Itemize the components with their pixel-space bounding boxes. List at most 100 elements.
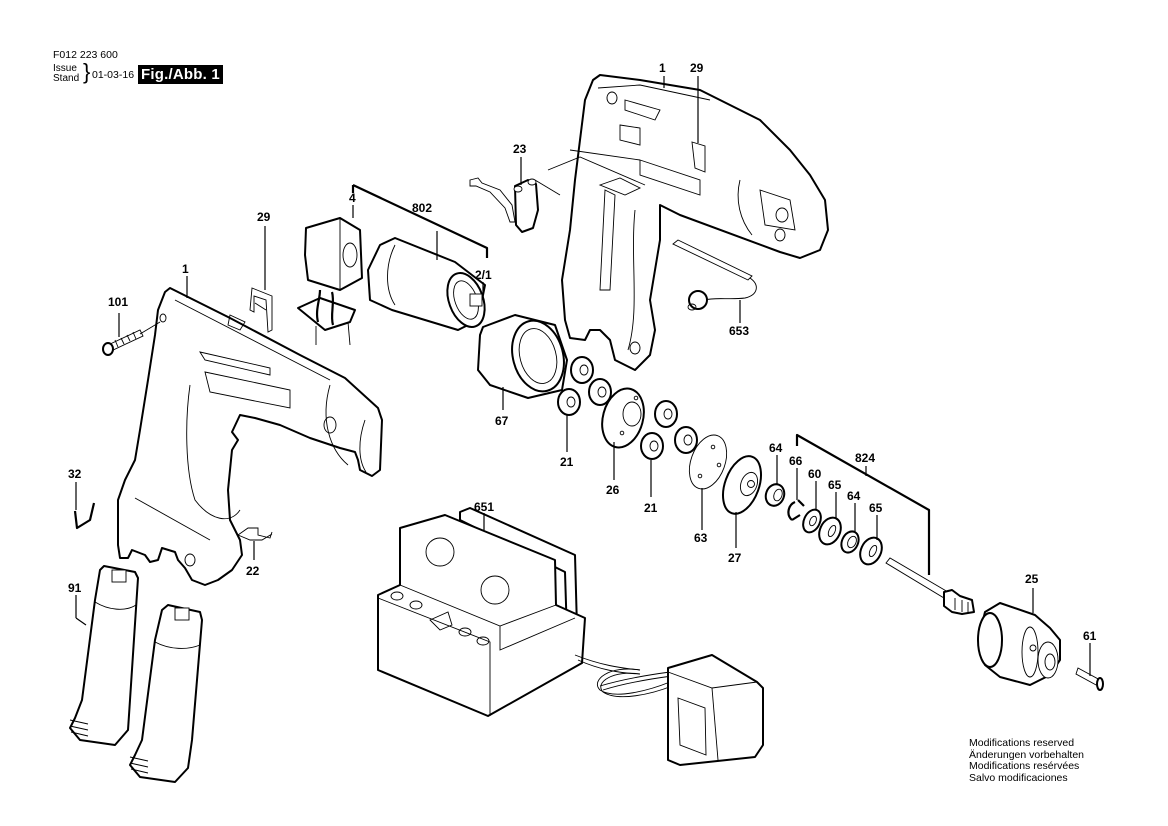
callout-label: 65 <box>869 501 883 515</box>
callout-label: 61 <box>1083 629 1097 643</box>
callout-label: 653 <box>729 324 749 338</box>
charger-cable <box>574 654 673 698</box>
motor-part[interactable] <box>367 237 492 332</box>
housing-left-part[interactable] <box>117 287 383 586</box>
callout-64-b: 64 <box>847 489 861 532</box>
callout-label: 29 <box>690 61 704 75</box>
notice-line-es: Salvo modificaciones <box>969 771 1068 784</box>
callout-label: 21 <box>560 455 574 469</box>
screw-part[interactable] <box>102 321 161 356</box>
callout-label: 64 <box>769 441 783 455</box>
notice-line-en: Modifications reserved <box>969 737 1075 749</box>
callout-29-right: 29 <box>690 61 704 143</box>
spacer-1-part[interactable] <box>815 514 845 548</box>
bracket-802: 802 <box>351 184 489 260</box>
callout-label: 22 <box>246 564 260 578</box>
callout-label: 2/1 <box>475 268 492 282</box>
callout-66: 66 <box>789 454 803 500</box>
callout-64-a: 64 <box>769 441 783 484</box>
switch-part[interactable] <box>297 217 363 346</box>
modifications-notice: Modifications reserved Änderungen vorbeh… <box>969 737 1085 784</box>
callout-label: 66 <box>789 454 803 468</box>
contact-clip-part[interactable] <box>237 527 273 541</box>
issue-brace: } <box>83 59 91 84</box>
clip-left-part[interactable] <box>249 287 273 333</box>
callout-67: 67 <box>495 387 509 428</box>
callout-4: 4 <box>349 191 356 218</box>
callout-1-left: 1 <box>182 262 189 298</box>
callout-651: 651 <box>474 500 494 530</box>
chuck-screw-part[interactable] <box>1075 667 1104 691</box>
callout-label: 25 <box>1025 572 1039 586</box>
planet-gears-1-part[interactable] <box>557 356 612 416</box>
callout-23: 23 <box>513 142 527 185</box>
callout-label: 64 <box>847 489 861 503</box>
callout-label: 32 <box>68 467 82 481</box>
issue-labels: Issue Stand <box>53 64 79 84</box>
housing-right-part[interactable] <box>561 74 829 371</box>
callout-label: 60 <box>808 467 822 481</box>
callout-label: 1 <box>182 262 189 276</box>
callout-25: 25 <box>1025 572 1039 613</box>
callout-63: 63 <box>694 488 708 545</box>
power-adapter-part[interactable] <box>667 654 764 766</box>
issue-label: Issue <box>53 63 77 74</box>
callout-label: 27 <box>728 551 742 565</box>
trigger-part[interactable] <box>469 156 646 233</box>
planet-gears-2-part[interactable] <box>640 400 698 460</box>
callout-1-right: 1 <box>659 61 666 88</box>
callout-65-b: 65 <box>869 501 883 540</box>
callout-61: 61 <box>1083 629 1097 676</box>
figure-label: Fig./Abb. 1 <box>138 65 223 84</box>
planet-carrier-part[interactable] <box>596 384 650 452</box>
charger-part[interactable] <box>377 507 586 717</box>
notice-line-de: Änderungen vorbehalten <box>969 748 1085 761</box>
callout-label: 824 <box>855 451 875 465</box>
chuck-part[interactable] <box>977 602 1061 686</box>
spacer-2-part[interactable] <box>856 534 886 568</box>
callout-label: 29 <box>257 210 271 224</box>
spring-clip-part[interactable] <box>73 502 96 530</box>
callout-27: 27 <box>728 512 742 565</box>
disc-part[interactable] <box>682 430 733 494</box>
callout-2-1: 2/1 <box>475 268 492 300</box>
callout-label: 1 <box>659 61 666 75</box>
callout-label: 26 <box>606 483 620 497</box>
part-code: F012 223 600 <box>53 49 118 61</box>
callout-label: 91 <box>68 581 82 595</box>
bearing-2-part[interactable] <box>838 529 862 556</box>
bracket-824: 824 <box>795 433 931 575</box>
callout-653: 653 <box>729 300 749 338</box>
battery-2-part[interactable] <box>129 604 203 783</box>
callout-label: 63 <box>694 531 708 545</box>
output-carrier-part[interactable] <box>716 451 768 519</box>
callout-21-b: 21 <box>644 460 658 515</box>
callout-label: 651 <box>474 500 494 514</box>
led-cable-part[interactable] <box>672 239 757 311</box>
callout-label: 23 <box>513 142 527 156</box>
callout-32: 32 <box>68 467 82 510</box>
notice-line-fr: Modifications resérvées <box>969 760 1080 772</box>
callout-21-a: 21 <box>560 415 574 469</box>
ring-gear-part[interactable] <box>477 314 571 399</box>
bearing-1-part[interactable] <box>763 482 787 509</box>
callout-29-left: 29 <box>257 210 271 290</box>
battery-1-part[interactable] <box>69 565 139 746</box>
callout-22: 22 <box>246 541 260 578</box>
callout-65-a: 65 <box>828 478 842 518</box>
callout-label: 4 <box>349 191 356 205</box>
circlip-part[interactable] <box>787 499 805 521</box>
washer-part[interactable] <box>800 507 825 536</box>
callout-26: 26 <box>606 442 620 497</box>
callout-label: 101 <box>108 295 128 309</box>
callout-101: 101 <box>108 295 128 337</box>
callout-91: 91 <box>68 581 87 626</box>
callout-label: 802 <box>412 201 432 215</box>
callout-label: 21 <box>644 501 658 515</box>
stand-label: Stand <box>53 73 80 84</box>
callout-label: 65 <box>828 478 842 492</box>
issue-date: 01-03-16 <box>92 69 135 81</box>
spindle-part[interactable] <box>885 557 975 615</box>
callout-label: 67 <box>495 414 509 428</box>
